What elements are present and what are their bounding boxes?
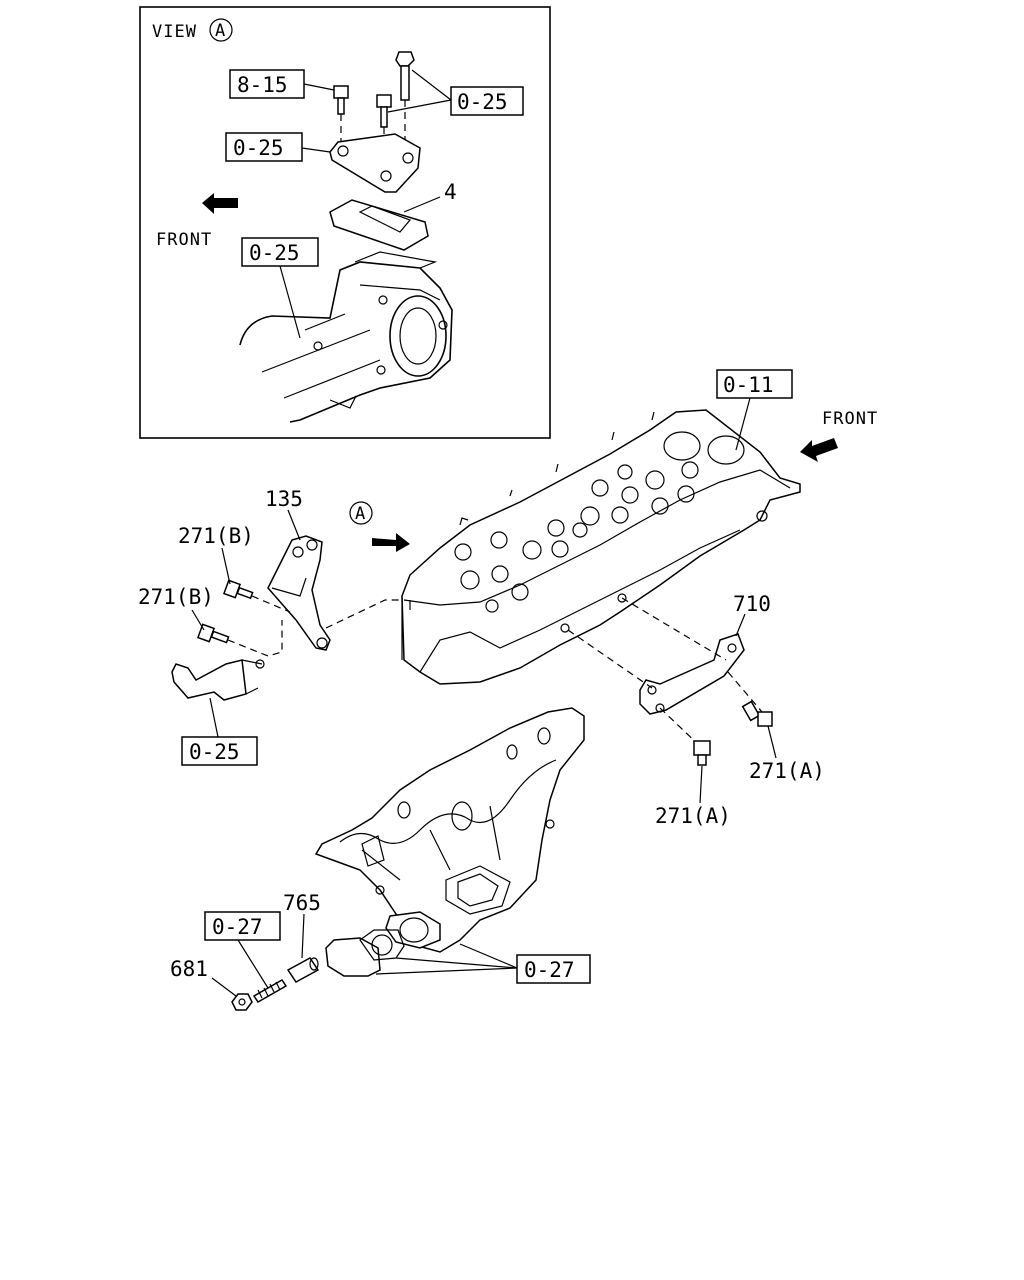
main-view: FRONT A <box>138 369 878 1011</box>
view-marker-circle <box>349 501 373 525</box>
inset-bracket <box>329 133 421 193</box>
svg-text:0-11: 0-11 <box>723 373 774 397</box>
svg-text:0-25: 0-25 <box>189 740 240 764</box>
callout-4: 4 <box>403 180 457 213</box>
callout-0-25-bolts: 0-25 <box>387 69 524 116</box>
callout-271b-lower: 271(B) <box>138 585 214 631</box>
front-arrow-icon <box>202 193 238 214</box>
view-inset: VIEW A FRONT <box>139 6 551 439</box>
front-arrow-icon <box>800 438 838 462</box>
callout-710: 710 <box>733 592 771 637</box>
callout-0-25-main: 0-25 <box>181 697 258 766</box>
svg-text:271(B): 271(B) <box>138 585 214 609</box>
inset-title-marker-circle <box>209 18 233 42</box>
cylinder-head <box>401 409 801 685</box>
callout-765: 765 <box>283 891 321 959</box>
callout-271a-lower: 271(A) <box>655 765 731 828</box>
bolt-icon <box>693 740 711 766</box>
stud-icon <box>395 51 415 101</box>
svg-text:0-27: 0-27 <box>524 958 575 982</box>
inset-title: VIEW <box>152 22 197 42</box>
gasket-plate <box>325 937 381 977</box>
inset-flange-port <box>389 295 447 377</box>
inset-title-marker: A <box>215 21 226 41</box>
exhaust-manifold <box>314 707 585 953</box>
bolt-icon <box>197 623 230 644</box>
callout-0-11: 0-11 <box>716 369 793 451</box>
bracket-710 <box>639 633 745 715</box>
inset-frame <box>139 6 551 439</box>
svg-text:4: 4 <box>444 180 457 204</box>
svg-text:8-15: 8-15 <box>237 73 288 97</box>
bracket-axis-lines <box>567 597 727 689</box>
inset-front-label: FRONT <box>156 230 212 250</box>
inset-manifold <box>239 261 453 423</box>
nut-icon <box>231 993 253 1011</box>
svg-text:271(A): 271(A) <box>749 759 825 783</box>
inset-gasket <box>329 199 429 251</box>
svg-text:765: 765 <box>283 891 321 915</box>
view-marker: A <box>355 504 366 524</box>
svg-text:0-25: 0-25 <box>249 241 300 265</box>
bolt-icon <box>223 579 254 600</box>
svg-text:681: 681 <box>170 957 208 981</box>
small-bracket <box>171 659 247 701</box>
callout-0-27-right: 0-27 <box>375 943 591 984</box>
bolt-icon <box>741 700 773 727</box>
svg-text:710: 710 <box>733 592 771 616</box>
svg-text:0-27: 0-27 <box>212 915 263 939</box>
callout-271a-right: 271(A) <box>749 725 825 783</box>
svg-text:271(B): 271(B) <box>178 524 254 548</box>
main-front-label: FRONT <box>822 409 878 429</box>
svg-text:0-25: 0-25 <box>233 136 284 160</box>
view-arrow-icon <box>372 533 410 552</box>
callout-681: 681 <box>170 957 237 997</box>
bolt-axis-lines <box>227 595 291 657</box>
callout-135: 135 <box>265 487 303 541</box>
bolt-icon <box>376 94 392 128</box>
svg-text:135: 135 <box>265 487 303 511</box>
callout-0-25-manifold: 0-25 <box>241 237 319 339</box>
bracket-135 <box>267 535 331 651</box>
svg-text:271(A): 271(A) <box>655 804 731 828</box>
callout-0-27-left: 0-27 <box>204 911 281 989</box>
callout-0-25-bracket: 0-25 <box>225 132 331 162</box>
callout-271b-upper: 271(B) <box>178 524 254 585</box>
svg-text:0-25: 0-25 <box>457 90 508 114</box>
callout-8-15: 8-15 <box>229 69 335 99</box>
bolt-icon <box>333 85 349 115</box>
mount-axis-line <box>325 599 402 629</box>
